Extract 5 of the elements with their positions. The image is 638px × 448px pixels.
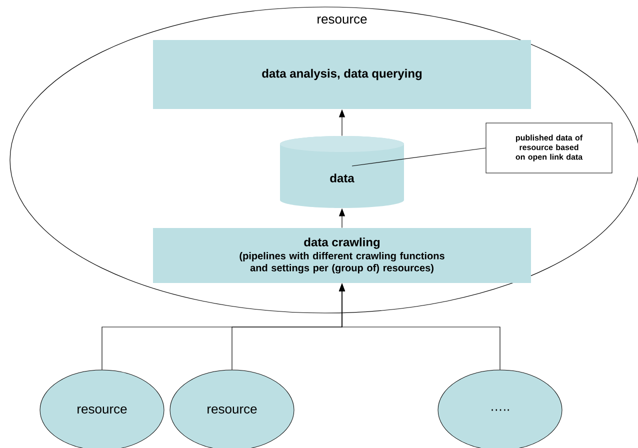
database-cylinder: data xyxy=(280,136,404,208)
process-box: data crawling (pipelines with different crawling functions and settings per (group of) resources) xyxy=(153,228,531,283)
process-box: data analysis, data querying xyxy=(153,40,531,109)
callout-box: published data of resource based on open link data xyxy=(486,122,612,174)
leader-line xyxy=(352,148,486,166)
